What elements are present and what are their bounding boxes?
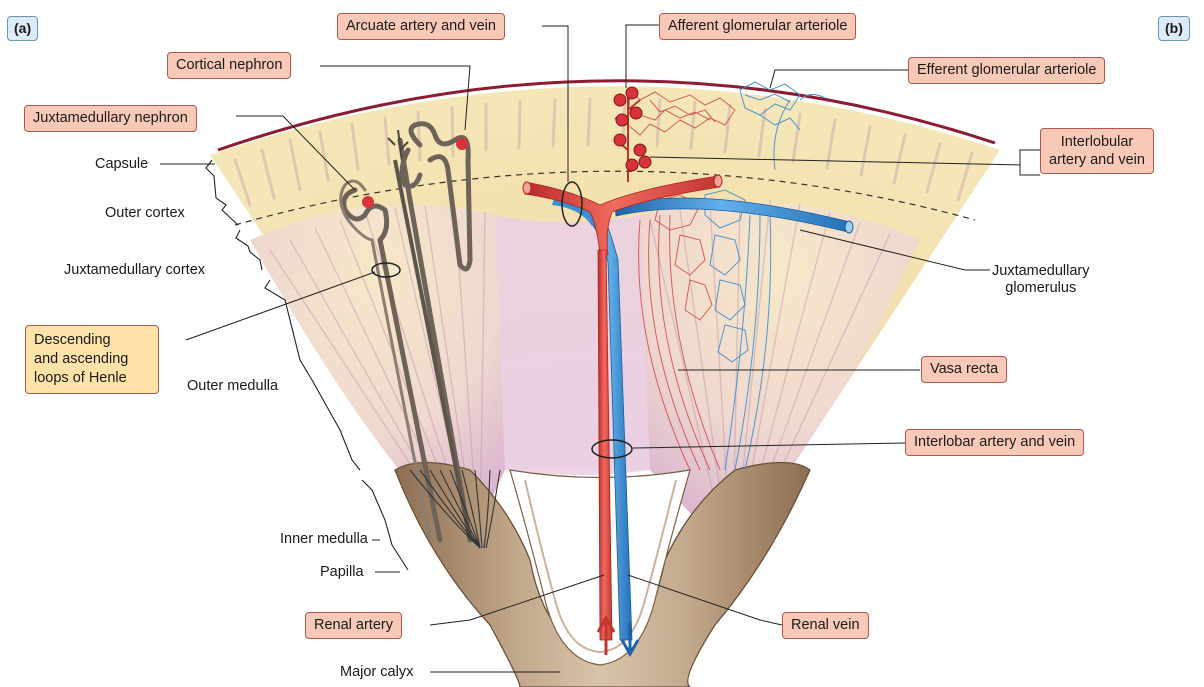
label-efferent-arteriole: Efferent glomerular arteriole: [908, 57, 1105, 84]
label-juxtamedullary-glomerulus: Juxtamedullary glomerulus: [992, 263, 1090, 298]
outer-medulla-band: [495, 215, 650, 475]
label-renal-vein: Renal vein: [782, 612, 869, 639]
label-arcuate-artery-vein: Arcuate artery and vein: [337, 13, 505, 40]
label-capsule: Capsule: [95, 156, 148, 173]
label-loops-line2: and ascending: [34, 350, 150, 369]
panel-a-badge: (a): [7, 16, 38, 41]
label-interlobular-line2: artery and vein: [1049, 151, 1145, 169]
label-cortical-nephron: Cortical nephron: [167, 52, 291, 79]
label-loops-of-henle: Descending and ascending loops of Henle: [25, 325, 159, 394]
label-juxtamedullary-cortex: Juxtamedullary cortex: [64, 262, 205, 279]
label-papilla: Papilla: [320, 564, 364, 581]
panel-b-badge: (b): [1158, 16, 1190, 41]
label-loops-line1: Descending: [34, 331, 150, 350]
label-juxta-glom-line1: Juxtamedullary: [992, 263, 1090, 280]
label-loops-line3: loops of Henle: [34, 369, 150, 388]
label-juxtamedullary-nephron: Juxtamedullary nephron: [24, 105, 197, 132]
label-juxta-glom-line2: glomerulus: [992, 280, 1090, 297]
label-inner-medulla: Inner medulla: [280, 531, 368, 548]
label-renal-artery: Renal artery: [305, 612, 402, 639]
label-outer-cortex: Outer cortex: [105, 205, 185, 222]
label-major-calyx: Major calyx: [340, 664, 413, 681]
label-interlobar: Interlobar artery and vein: [905, 429, 1084, 456]
label-vasa-recta: Vasa recta: [921, 356, 1007, 383]
label-afferent-arteriole: Afferent glomerular arteriole: [659, 13, 856, 40]
label-outer-medulla: Outer medulla: [187, 378, 278, 395]
label-interlobular: Interlobular artery and vein: [1040, 128, 1154, 174]
label-interlobular-line1: Interlobular: [1049, 133, 1145, 151]
